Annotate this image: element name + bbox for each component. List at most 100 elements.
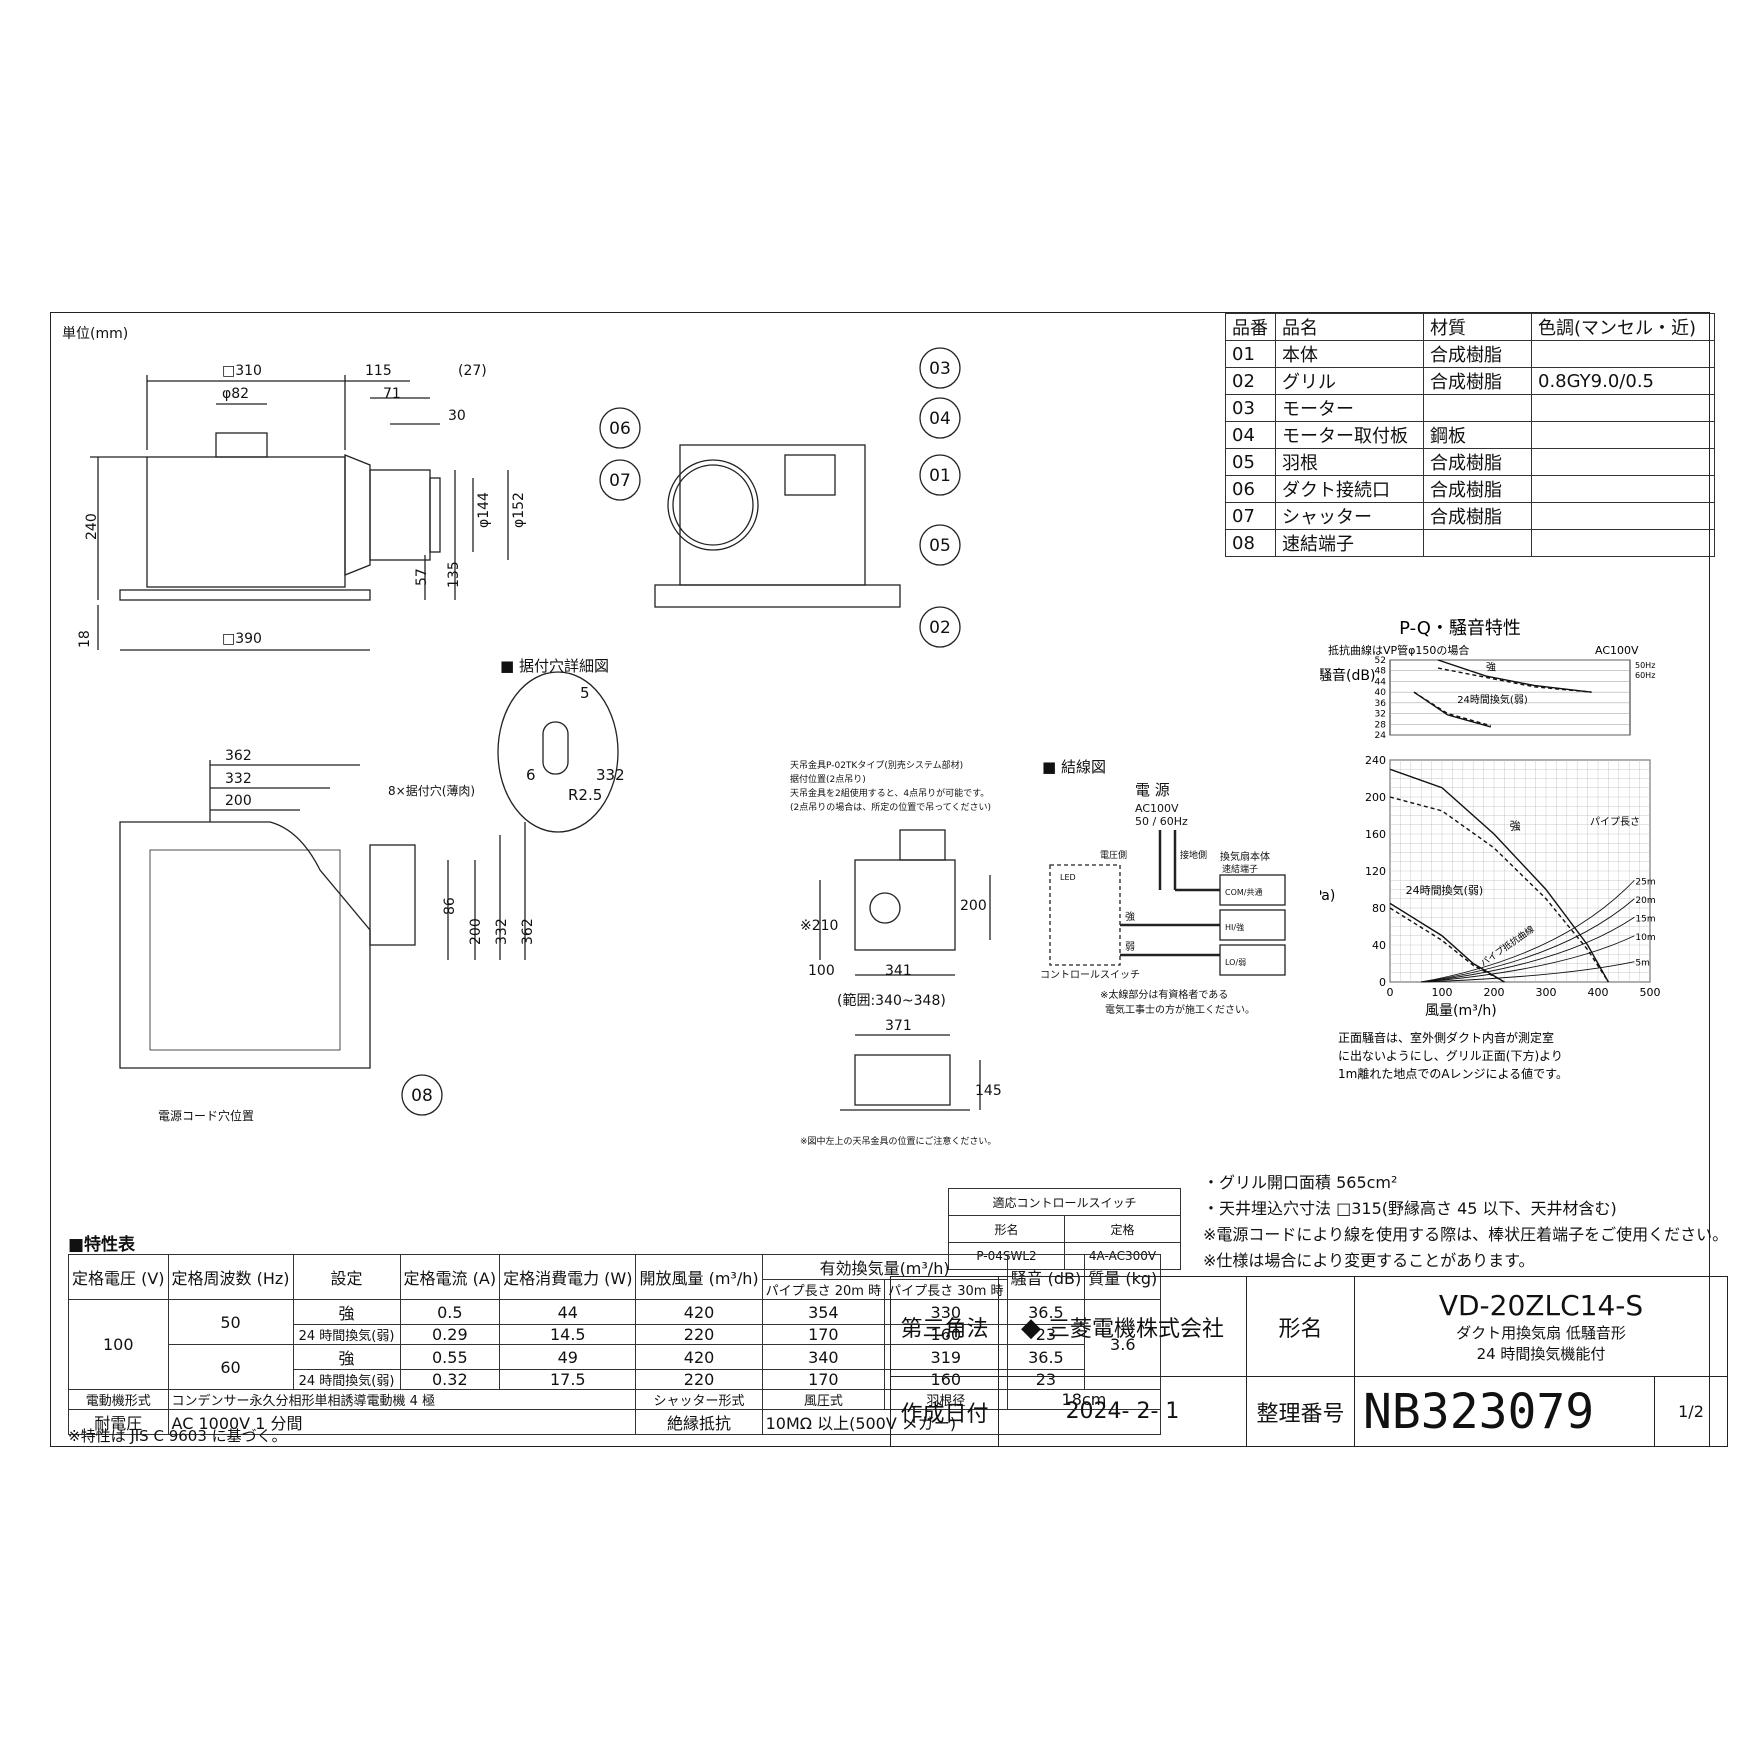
- series-label: 強: [1510, 819, 1521, 832]
- balloon-08: [401, 1074, 443, 1116]
- wiring-hi: HI/強: [1225, 922, 1244, 932]
- setting: 24 時間換気(弱): [292, 1324, 401, 1345]
- wiring-note: 電気工事士の方が施工ください。: [1105, 1003, 1255, 1016]
- voltage: 100: [68, 1299, 169, 1390]
- motor-value: コンデンサー永久分相形単相誘導電動機 4 極: [167, 1389, 637, 1410]
- title-block: 第三角法 ◆ 三菱電機株式会社 形名 VD-20ZLC14-S ダクト用換気扇 …: [890, 1276, 1728, 1447]
- dim-text: 362: [225, 748, 252, 764]
- balloon-06: [599, 407, 641, 449]
- dim-text: 71: [383, 386, 401, 402]
- hdr: 定格電圧 (V): [68, 1254, 169, 1300]
- pq-ylabel: 静圧(Pa): [1320, 888, 1335, 904]
- chart-note: 正面騒音は、室外側ダクト内音が測定室: [1338, 1030, 1554, 1045]
- model-desc: 24 時間換気機能付: [1476, 1345, 1606, 1363]
- cell: 羽根: [1275, 448, 1424, 476]
- resistance-curve: [1421, 961, 1635, 983]
- cell: 340: [761, 1344, 886, 1370]
- cell: 220: [635, 1324, 763, 1345]
- dim-text: R2.5: [568, 786, 602, 804]
- dim-text: φ82: [222, 386, 249, 402]
- chart-power: AC100V: [1595, 644, 1639, 657]
- wiring-com: COM/共通: [1225, 887, 1262, 897]
- company: ◆ 三菱電機株式会社: [998, 1276, 1247, 1377]
- cell: [1531, 340, 1715, 368]
- dim-text: 332: [596, 766, 625, 784]
- drawing-number: NB323079: [1354, 1376, 1655, 1447]
- cell: 420: [635, 1344, 763, 1370]
- dim-text: (27): [458, 363, 487, 379]
- pipe-length-label: 10m: [1635, 933, 1655, 943]
- dim-text: 362: [520, 918, 536, 945]
- balloon-label: 01: [929, 466, 951, 486]
- wiring-switch: コントロールスイッチ: [1040, 969, 1140, 981]
- dim-text: 100: [808, 963, 835, 979]
- pipe-length-label: パイプ長さ: [1590, 816, 1640, 828]
- cell: モーター: [1275, 394, 1424, 422]
- resistance-curve: [1421, 879, 1635, 983]
- pq-xlabel: 風量(m³/h): [1425, 1003, 1497, 1019]
- wiring-power: 電 源: [1135, 781, 1170, 799]
- hdr: 定格電流 (A): [399, 1254, 501, 1300]
- hole-detail-title: ■ 据付穴詳細図: [500, 657, 609, 675]
- balloon-label: 02: [929, 618, 951, 638]
- balloon-label: 03: [929, 359, 951, 379]
- tick-label: 400: [1588, 986, 1609, 999]
- dim-text: 371: [885, 1018, 912, 1034]
- dim-text: □390: [222, 631, 262, 647]
- cell: 17.5: [499, 1369, 637, 1390]
- dim-text: 57: [414, 568, 430, 586]
- tick-label: 40: [1372, 939, 1386, 952]
- cell: 0.8GY9.0/0.5: [1531, 367, 1715, 395]
- dim-text: 6: [526, 766, 536, 784]
- page-number: 1/2: [1654, 1376, 1728, 1447]
- hanger-note: 据付位置(2点吊り): [790, 773, 866, 785]
- cell: 鋼板: [1423, 421, 1532, 449]
- resistance-curve: [1421, 898, 1635, 983]
- dim-text: 341: [885, 963, 912, 979]
- cell: [1423, 394, 1532, 422]
- cell: 合成樹脂: [1423, 340, 1532, 368]
- pq-noise-chart: P-Q・騒音特性 抵抗曲線はVP管φ150の場合 AC100V 50Hz 60H…: [1320, 618, 1660, 1081]
- chart-note: に出ないようにし、グリル正面(下方)より: [1338, 1048, 1563, 1063]
- cell: [1531, 421, 1715, 449]
- wiring-terminal: 速結端子: [1222, 863, 1258, 875]
- spec-footnote: ※特性は JIS C 9603 に基づく。: [68, 1427, 287, 1445]
- balloon-label: 06: [609, 419, 631, 439]
- spec-title: ■特性表: [68, 1235, 136, 1255]
- dim-text: 332: [494, 918, 510, 945]
- cell: 合成樹脂: [1423, 502, 1532, 530]
- hanger-note: 天吊金具P-02TKタイプ(別売システム部材): [790, 759, 963, 771]
- balloon-label: 08: [411, 1086, 433, 1106]
- cell: モーター取付板: [1275, 421, 1424, 449]
- cell: 速結端子: [1275, 529, 1424, 557]
- dim-text: φ144: [476, 492, 492, 528]
- tick-label: 200: [1484, 986, 1505, 999]
- cell: 0.32: [399, 1369, 501, 1390]
- cell: [1531, 502, 1715, 530]
- tick-label: 0: [1379, 976, 1386, 989]
- chart-subtitle: 抵抗曲線はVP管φ150の場合: [1328, 643, 1469, 657]
- wiring-led: LED: [1060, 873, 1076, 882]
- dim-text: (範囲:340~348): [837, 992, 946, 1009]
- table-header: 色調(マンセル・近): [1531, 313, 1715, 341]
- table-header: 品名: [1275, 313, 1424, 341]
- pipe-length-label: 25m: [1635, 877, 1655, 887]
- tick-label: 24: [1375, 731, 1387, 741]
- mitsubishi-logo-icon: ◆: [1020, 1312, 1041, 1343]
- switch-header: 定格: [1064, 1215, 1181, 1243]
- wiring-strong: 強: [1125, 910, 1135, 923]
- hdr: 設定: [292, 1254, 401, 1300]
- dim-text: □310: [222, 363, 262, 379]
- cell: 420: [635, 1299, 763, 1325]
- wiring-note: ※太線部分は有資格者である: [1100, 988, 1228, 1001]
- dim-text: 135: [446, 561, 462, 588]
- freq: 50: [167, 1299, 294, 1345]
- cell: 03: [1225, 394, 1276, 422]
- note-line: ・グリル開口面積 565cm²: [1203, 1173, 1398, 1192]
- dim-text: 200: [225, 793, 252, 809]
- cell: 49: [499, 1344, 637, 1370]
